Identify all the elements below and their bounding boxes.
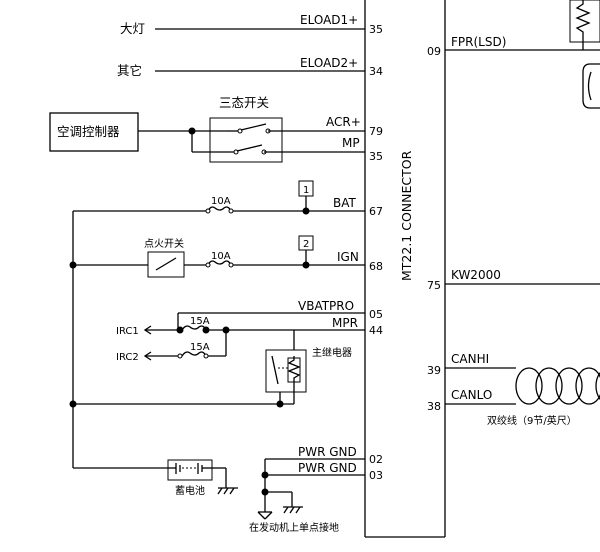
marker-box-1 xyxy=(298,180,314,197)
battery-circuit: 蓄电池 xyxy=(167,459,238,497)
pwrgnd2-label: PWR GND xyxy=(298,461,357,475)
pin-79: 79 xyxy=(369,125,383,138)
pin-09: 09 xyxy=(427,45,441,58)
power-ground: PWR GND 02 PWR GND 03 在发动机上单点接地 xyxy=(249,445,383,534)
ecu-connector: MT22.1 CONNECTOR xyxy=(364,0,446,538)
eload1-label: ELOAD1+ xyxy=(300,13,358,27)
marker-box-2 xyxy=(298,235,314,251)
pin-34: 34 xyxy=(369,65,383,78)
ac-controller-box xyxy=(49,112,139,152)
main-relay-box xyxy=(265,349,307,393)
battery-label: 蓄电池 xyxy=(175,484,205,497)
pin-39: 39 xyxy=(427,364,441,377)
pin-35b: 35 xyxy=(369,150,383,163)
pwrgnd1-label: PWR GND xyxy=(298,445,357,459)
marker-2-label: 2 xyxy=(303,239,309,250)
pin-05: 05 xyxy=(369,308,383,321)
fuel-pump-motor xyxy=(582,63,600,109)
ign-line: 点火开关 10A 2 IGN 68 xyxy=(73,235,383,278)
tri-switch-label: 三态开关 xyxy=(219,95,269,110)
irc1-label: IRC1 xyxy=(116,326,139,337)
tri-switch-box xyxy=(209,117,283,163)
main-relay-label: 主继电器 xyxy=(312,346,352,359)
bat-line: 10A 1 BAT 67 xyxy=(73,180,383,218)
pin-35a: 35 xyxy=(369,23,383,36)
other-label: 其它 xyxy=(117,63,142,78)
headlamp-label: 大灯 xyxy=(120,21,145,36)
ac-circuit: 空调控制器 三态开关 ACR+ 79 MP 35 xyxy=(49,95,383,163)
fuse-irc2-label: 15A xyxy=(190,342,210,353)
fuse-irc1-label: 15A xyxy=(190,316,210,327)
pin-44: 44 xyxy=(369,324,383,337)
ign-label: IGN xyxy=(337,250,359,264)
pin-03: 03 xyxy=(369,469,383,482)
twisted-pair xyxy=(515,367,600,405)
canhi-label: CANHI xyxy=(451,352,489,366)
connector-title: MT22.1 CONNECTOR xyxy=(399,150,414,281)
fuse-ign-label: 10A xyxy=(211,251,231,262)
battery-box xyxy=(167,459,213,481)
ground-note: 在发动机上单点接地 xyxy=(249,521,339,534)
ignition-switch-label: 点火开关 xyxy=(144,237,184,250)
canlo-label: CANLO xyxy=(451,388,492,402)
fpr-label: FPR(LSD) xyxy=(451,35,506,49)
ac-controller-label: 空调控制器 xyxy=(57,124,120,139)
main-relay-circuit: VBATPRO 05 MPR 44 IRC1 15A IRC2 15A 主继电器 xyxy=(73,299,383,408)
right-side-signals: 09 FPR(LSD) 75 KW2000 39 CANHI 38 CANLO … xyxy=(427,0,600,427)
eload-lines: 大灯 ELOAD1+ 35 其它 ELOAD2+ 34 xyxy=(117,13,383,78)
pin-67: 67 xyxy=(369,205,383,218)
kw2000-label: KW2000 xyxy=(451,268,501,282)
vbatpro-label: VBATPRO xyxy=(298,299,354,313)
eload2-label: ELOAD2+ xyxy=(300,56,358,70)
fuel-pump-relay xyxy=(569,0,600,43)
acr-label: ACR+ xyxy=(326,115,361,129)
pin-75: 75 xyxy=(427,279,441,292)
marker-1-label: 1 xyxy=(303,185,309,196)
pin-38: 38 xyxy=(427,400,441,413)
mpr-label: MPR xyxy=(332,316,358,330)
mp-label: MP xyxy=(342,136,360,150)
irc2-label: IRC2 xyxy=(116,352,139,363)
bat-label: BAT xyxy=(333,196,357,210)
twisted-pair-label: 双绞线（9节/英尺） xyxy=(487,414,577,427)
pin-02: 02 xyxy=(369,453,383,466)
fuse-bat-label: 10A xyxy=(211,196,231,207)
pin-68: 68 xyxy=(369,260,383,273)
